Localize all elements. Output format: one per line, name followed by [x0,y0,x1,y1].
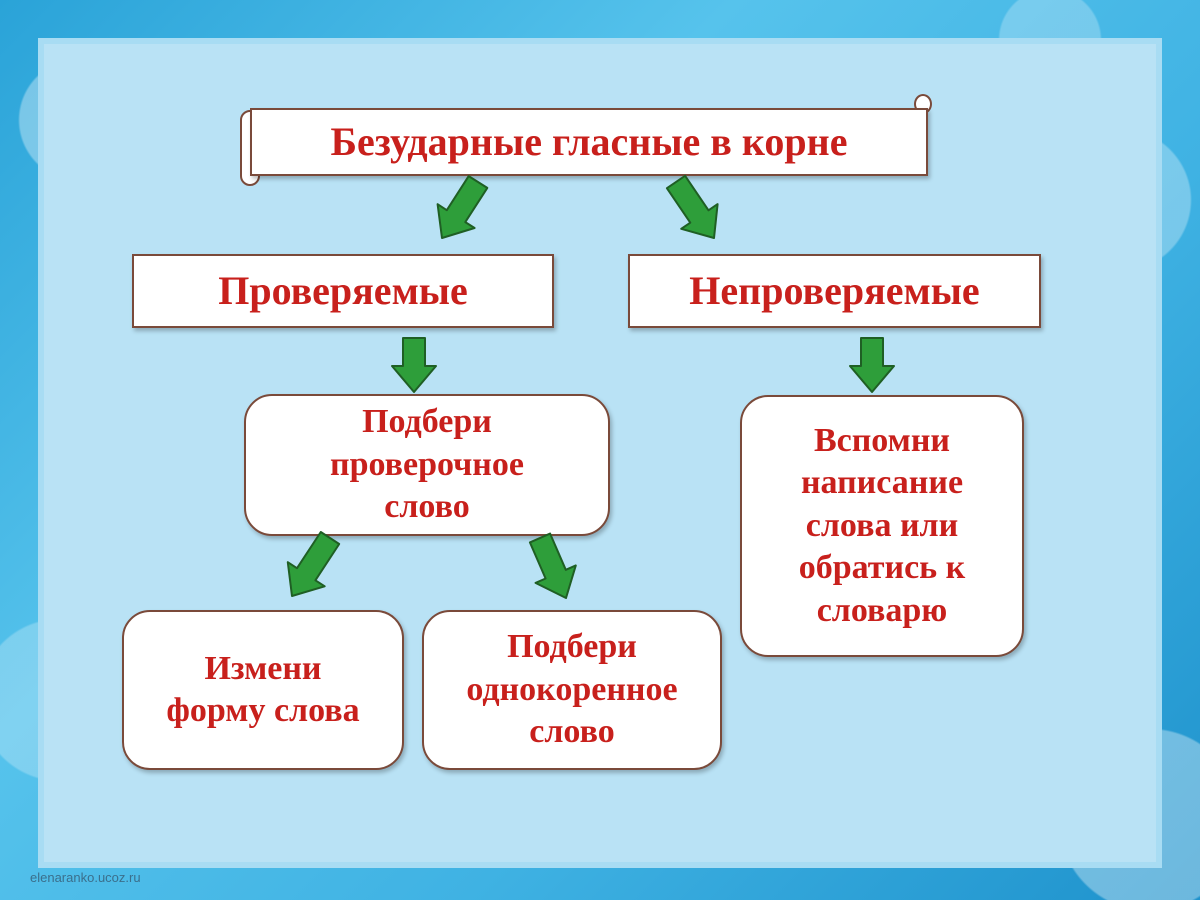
step-pick-cognate-label: Подбери однокоренное слово [466,628,678,751]
step-pick-check-word-label: Подбери проверочное слово [330,403,524,526]
title-scroll: Безударные гласные в корне [250,108,928,176]
title-text: Безударные гласные в корне [330,119,848,164]
arrow-title-to-uncheckable [665,174,719,239]
step-pick-cognate: Подбери однокоренное слово [422,610,722,770]
step-remember-spelling: Вспомни написание слова или обратись к с… [740,395,1024,657]
arrow-title-to-checkable [436,175,489,239]
watermark-text: elenaranko.ucoz.ru [30,870,141,885]
branch-uncheckable: Непроверяемые [628,254,1041,328]
arrow-uncheckable-to-remember [849,337,895,393]
arrow-checkable-to-pick [391,337,437,393]
branch-checkable-label: Проверяемые [218,268,468,313]
branch-checkable: Проверяемые [132,254,554,328]
branch-uncheckable-label: Непроверяемые [689,268,980,313]
step-change-form-label: Измени форму слова [166,649,360,730]
step-pick-check-word: Подбери проверочное слово [244,394,610,536]
step-remember-spelling-label: Вспомни написание слова или обратись к с… [798,421,966,629]
step-change-form: Измени форму слова [122,610,404,770]
arrow-pick-to-change-form [286,531,341,597]
arrow-pick-to-cognate [528,532,577,599]
